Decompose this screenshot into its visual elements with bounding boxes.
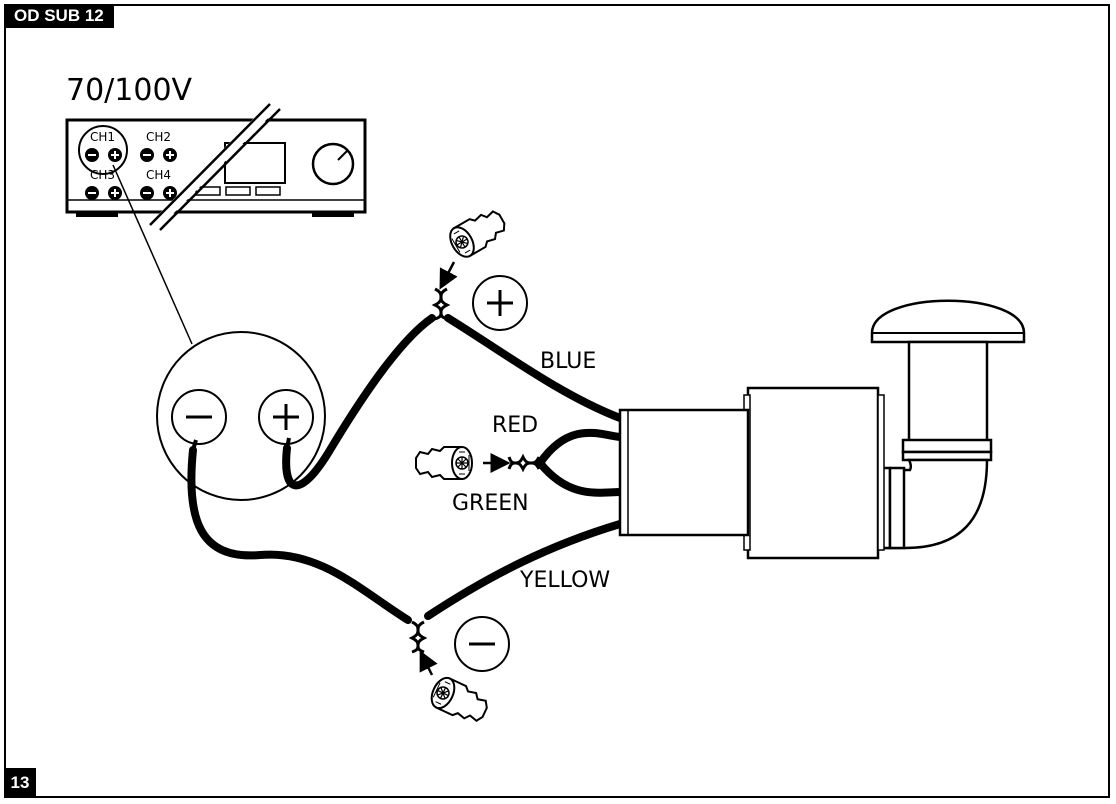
- blue-twist-junction: [433, 287, 449, 321]
- plus-symbol-icon: [472, 275, 528, 331]
- knob-icon: [311, 142, 355, 186]
- wire-label-yellow: YELLOW: [519, 568, 610, 593]
- plus-terminal-icon: [258, 389, 314, 445]
- red-green-twist-junction: [507, 455, 541, 471]
- channel-label-ch3: CH3: [90, 168, 115, 182]
- wire-nut-icon: [426, 673, 493, 728]
- wire-label-blue: BLUE: [540, 349, 596, 374]
- channel-label-ch2: CH2: [146, 130, 171, 144]
- yellow-twist-junction: [410, 620, 426, 654]
- terminals: [85, 148, 177, 200]
- arrow-icon: [419, 650, 438, 676]
- channel-label-ch4: CH4: [146, 168, 171, 182]
- page-frame: [4, 4, 1110, 798]
- wire-label-green: GREEN: [452, 491, 529, 516]
- minus-terminal-icon: [171, 389, 227, 445]
- wire-label-red: RED: [492, 413, 538, 438]
- voltage-label: 70/100V: [66, 73, 193, 108]
- terminal-closeup: [156, 331, 326, 501]
- arrow-icon: [439, 261, 458, 290]
- wires: [187, 314, 624, 624]
- page-number: 13: [4, 768, 36, 798]
- ch1-highlight: [78, 125, 128, 175]
- amplifier: 70/100V CH1 CH2 CH3 CH4: [65, 73, 367, 231]
- magnifier-leader: [112, 164, 193, 345]
- wire-nut-icon: [415, 446, 473, 480]
- model-tag: OD SUB 12: [4, 4, 114, 28]
- channel-label-ch1: CH1: [90, 130, 115, 144]
- wire-nut-icon: [444, 204, 511, 262]
- minus-symbol-icon: [454, 616, 510, 672]
- subwoofer: [618, 299, 1026, 560]
